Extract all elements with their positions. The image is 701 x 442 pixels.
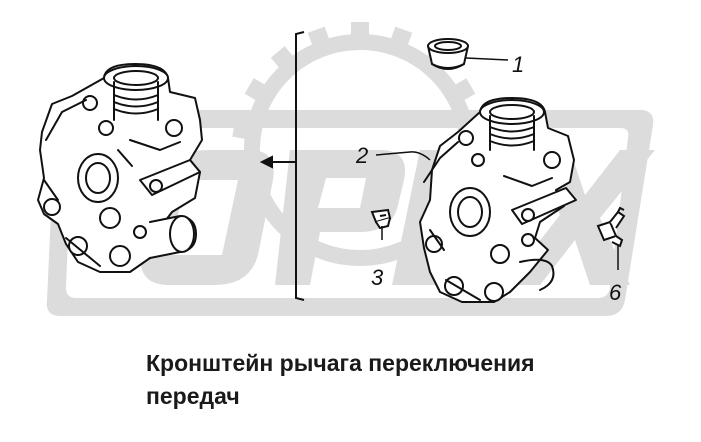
callout-1: 1 [512,52,524,77]
bracket-assembly-left [37,63,203,273]
plug-part-3 [370,208,392,230]
bracket-body-right [419,97,577,303]
bushing-part-1 [427,38,469,70]
caption-line-2: передач [146,383,240,409]
group-bracket [259,31,305,301]
callout-3: 3 [371,265,384,290]
callout-2: 2 [355,143,368,168]
caption-line-1: Кронштейн рычага переключения [146,350,535,376]
fitting-part-6 [596,206,626,248]
callout-6: 6 [609,280,622,305]
leader-lines [375,57,619,270]
